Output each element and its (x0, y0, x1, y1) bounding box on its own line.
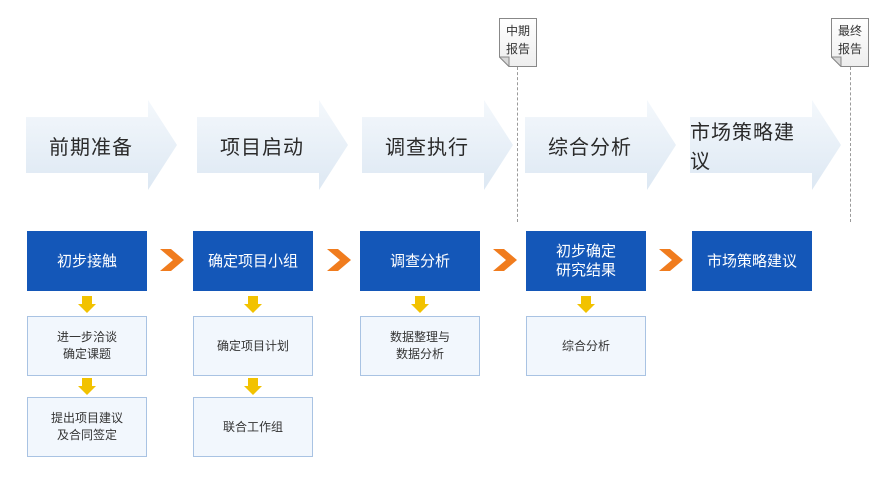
yellow-down-arrow-icon (411, 296, 429, 313)
orange-chevron-icon (160, 249, 184, 271)
phase-label: 调查执行 (385, 134, 469, 159)
step-project-team: 确定项目小组 (193, 231, 313, 291)
subtask-data-processing: 数据整理与 数据分析 (360, 316, 480, 376)
milestone-line-final (850, 67, 851, 222)
subtask-proposal-contract: 提出项目建议 及合同签定 (27, 397, 147, 457)
flag-shape (831, 18, 869, 67)
subtask-line2: 数据分析 (395, 347, 444, 361)
orange-chevron-icon (493, 249, 517, 271)
yellow-down-arrow-icon (78, 296, 96, 313)
milestone-line2: 报告 (837, 42, 862, 56)
phase-chevron-shape (197, 100, 348, 190)
phase-preparation: 前期准备 (26, 100, 177, 190)
step-market-strategy: 市场策略建议 (692, 231, 812, 291)
phase-label: 项目启动 (220, 134, 304, 159)
yellow-down-arrow-icon (244, 378, 262, 395)
orange-chevron-icon (659, 249, 683, 271)
step-initial-contact: 初步接触 (27, 231, 147, 291)
phase-chevron-shape (362, 100, 513, 190)
phase-chevron-shape (690, 100, 841, 190)
subtask-line1: 数据整理与 (389, 330, 450, 344)
orange-chevron-icon (327, 249, 351, 271)
subtask-line1: 综合分析 (561, 338, 610, 353)
subtask-line1: 提出项目建议 (50, 411, 123, 425)
step-line1: 初步确定 (555, 242, 616, 260)
step-line1: 初步接触 (56, 251, 117, 270)
subtask-line1: 确定项目计划 (216, 338, 289, 353)
phase-kickoff: 项目启动 (197, 100, 348, 190)
phase-analysis: 综合分析 (525, 100, 676, 190)
subtask-line2: 确定课题 (62, 347, 111, 361)
step-line1: 市场策略建议 (706, 251, 797, 270)
yellow-down-arrow-icon (78, 378, 96, 395)
step-line2: 研究结果 (555, 261, 616, 279)
subtask-comprehensive-analysis: 综合分析 (526, 316, 646, 376)
yellow-down-arrow-icon (577, 296, 595, 313)
yellow-down-arrow-icon (244, 296, 262, 313)
subtask-joint-workgroup: 联合工作组 (193, 397, 313, 457)
subtask-line1: 联合工作组 (222, 419, 283, 434)
subtask-project-plan: 确定项目计划 (193, 316, 313, 376)
phase-label: 综合分析 (548, 134, 632, 159)
milestone-line1: 中期 (505, 24, 530, 38)
subtask-further-negotiation: 进一步洽谈 确定课题 (27, 316, 147, 376)
milestone-line2: 报告 (505, 42, 530, 56)
step-line1: 调查分析 (389, 251, 450, 270)
phase-strategy: 市场策略建议 (690, 100, 841, 190)
step-survey-analysis: 调查分析 (360, 231, 480, 291)
subtask-line2: 及合同签定 (56, 428, 117, 442)
phase-chevron-shape (525, 100, 676, 190)
step-preliminary-results: 初步确定 研究结果 (526, 231, 646, 291)
milestone-flag-interim: 中期 报告 (499, 18, 537, 67)
milestone-flag-final: 最终 报告 (831, 18, 869, 67)
phase-chevron-shape (26, 100, 177, 190)
milestone-line1: 最终 (837, 24, 862, 38)
phase-label: 前期准备 (49, 134, 133, 159)
phase-label: 市场策略建议 (690, 120, 795, 173)
phase-survey: 调查执行 (362, 100, 513, 190)
subtask-line1: 进一步洽谈 (56, 330, 117, 344)
milestone-line-interim (517, 67, 518, 222)
step-line1: 确定项目小组 (207, 251, 298, 270)
flag-shape (499, 18, 537, 67)
